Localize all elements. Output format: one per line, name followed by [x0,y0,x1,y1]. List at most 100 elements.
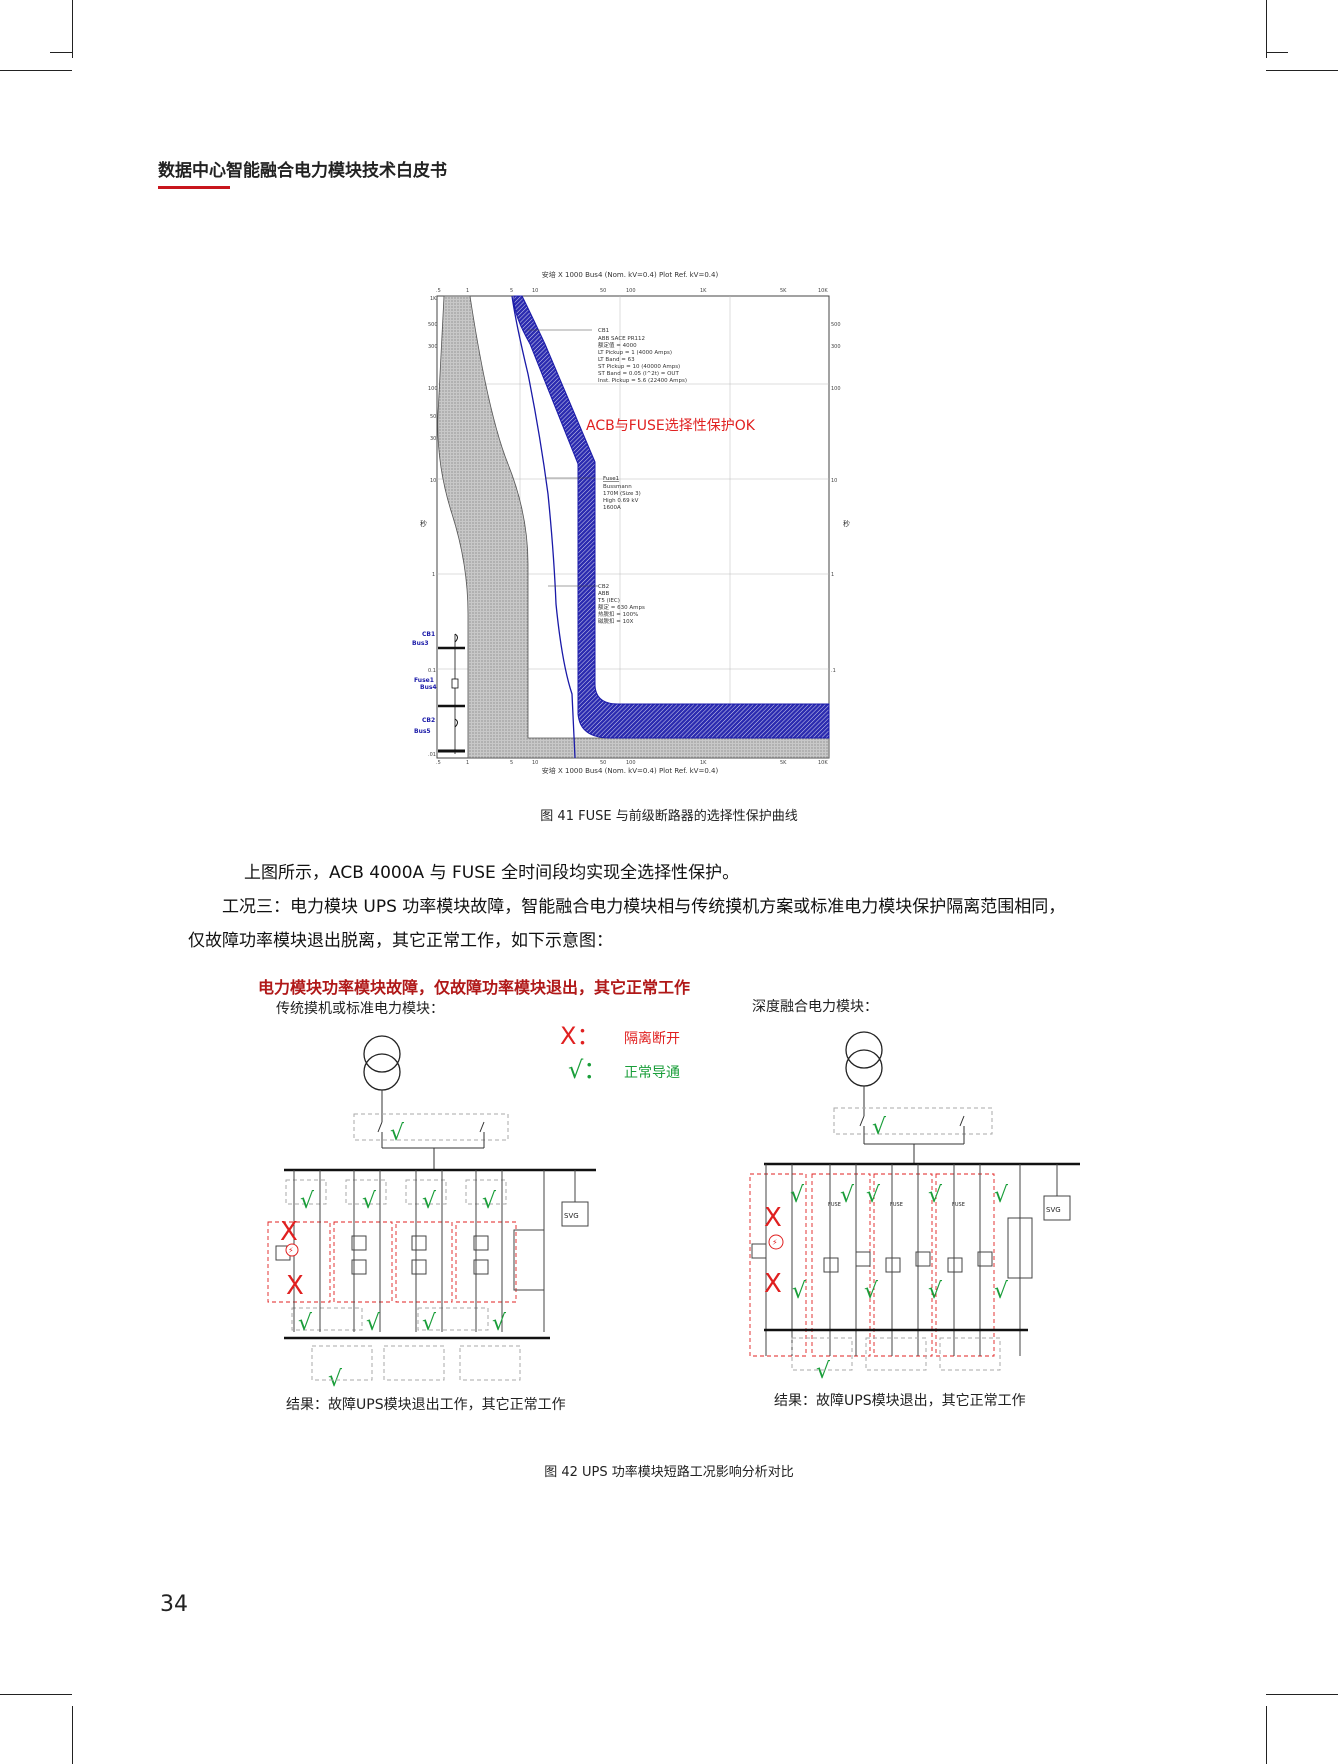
check-mark: √ [492,1311,507,1336]
cb2-line: 额定 = 630 Amps [598,603,645,611]
svg-text:.5: .5 [436,760,441,766]
selectivity-annotation: ACB与FUSE选择性保护OK [586,418,756,434]
legend-x-symbol: X： [560,1022,601,1050]
svg-text:50: 50 [600,288,606,294]
cb2-line: 热脱扣 = 100% [598,610,638,618]
crop-mark [72,0,73,58]
breaker-boxes [285,1179,507,1331]
oneline-label: Bus3 [412,640,429,647]
fuse-label: FUSE [952,1202,965,1208]
paragraph-condition-three-line2: 仅故障功率模块退出脱离，其它正常工作，如下示意图： [188,931,613,951]
legend-check-symbol: √： [568,1056,608,1084]
cb1-trip-band [513,295,830,739]
check-mark: √ [864,1279,879,1304]
bottom-axis-label: 安培 X 1000 Bus4 (Nom. kV=0.4) Plot Ref. k… [542,766,719,775]
crop-mark [50,52,72,53]
legend-x-text: 隔离断开 [624,1031,680,1047]
check-mark: √ [840,1183,855,1208]
svg-text:1K: 1K [700,760,707,766]
svg-text:1: 1 [466,288,469,294]
svg-text:30: 30 [430,436,436,442]
fuse1-line: 170M (Size 3) [603,491,641,497]
x-mark: X [764,1203,782,1233]
right-result-text: 结果：故障UPS模块退出，其它正常工作 [774,1393,1026,1409]
protection-curve-figure: 安培 X 1000 Bus4 (Nom. kV=0.4) Plot Ref. k… [412,270,850,775]
crop-mark [72,1706,73,1764]
paragraph-condition-three-line1: 工况三：电力模块 UPS 功率模块故障，智能融合电力模块相与传统摸机方案或标准电… [222,897,1066,917]
output-boxes [791,1337,1001,1371]
svg-device-label: SVG [1046,1206,1061,1214]
check-mark: √ [792,1279,807,1304]
top-axis-label: 安培 X 1000 Bus4 (Nom. kV=0.4) Plot Ref. k… [542,270,719,279]
deep-fusion-module-diagram: √ FUSE FUSE FUSE SVG ⚡ X X √√ √√ √ √√ √√… [749,1031,1080,1380]
svg-text:300: 300 [831,344,841,350]
svg-text:100: 100 [626,760,636,766]
svg-device-label: SVG [564,1212,579,1220]
document-title: 数据中心智能融合电力模块技术白皮书 [158,161,447,181]
svg-text:1: 1 [432,572,435,578]
svg-text:50: 50 [600,760,606,766]
svg-text:10: 10 [831,478,837,484]
check-mark: √ [422,1311,437,1336]
cb1-line: ST Pickup = 10 (40000 Amps) [598,364,680,370]
lightning-icon: ⚡ [772,1238,778,1247]
svg-text:10: 10 [532,760,538,766]
svg-text:1K: 1K [700,288,707,294]
fault-icon [768,1234,784,1250]
crop-mark [1266,1706,1267,1764]
cb1-line: 额定值 = 4000 [598,341,637,349]
svg-text:10K: 10K [818,760,828,766]
cb1-line: ABB SACE PR112 [598,336,645,342]
transformer-icon [363,1035,401,1091]
y-axis-label-left: 秒 [420,519,427,528]
fault-icon [285,1243,299,1257]
left-diagram-title: 传统摸机或标准电力模块： [276,1001,444,1017]
fuse1-label: Fuse1 Bussmann 170M (Size 3) High 0.69 k… [603,476,641,511]
check-marks: √√ √√ √ √√ √√ √ [790,1183,1009,1380]
svg-text:500: 500 [831,322,841,328]
oneline-label: Fuse1 [414,677,434,684]
svg-text:.1: .1 [831,668,836,674]
x-mark: X [286,1271,304,1301]
cb1-line: LT Pickup = 1 (4000 Amps) [598,350,672,356]
svg-text:.01: .01 [428,752,436,758]
check-mark: √ [994,1279,1009,1304]
paragraph-acb-fuse: 上图所示，ACB 4000A 与 FUSE 全时间段均实现全选择性保护。 [244,863,740,883]
crop-mark [1266,1694,1338,1695]
cb2-line: T5 (IEC) [597,598,620,604]
check-mark: √ [994,1183,1009,1208]
check-mark: √ [298,1311,313,1336]
fuse-label: FUSE [828,1202,841,1208]
crop-mark [1266,52,1288,53]
fuse-labels: FUSE FUSE FUSE [828,1202,965,1208]
fuse1-title: Fuse1 [603,476,619,482]
figure42-caption: 图 42 UPS 功率模块短路工况影响分析对比 [544,1465,794,1480]
check-mark: √ [422,1189,437,1214]
svg-text:100: 100 [428,386,438,392]
figure41-caption: 图 41 FUSE 与前级断路器的选择性保护曲线 [540,809,798,824]
oneline-label: Bus4 [420,684,437,691]
fuse-curve [511,295,576,759]
svg-text:10K: 10K [818,288,828,294]
cb1-label: CB1 ABB SACE PR112 额定值 = 4000 LT Pickup … [598,328,687,384]
cb2-label: CB2 ABB T5 (IEC) 额定 = 630 Amps 热脱扣 = 100… [597,584,645,625]
check-mark: √ [328,1367,343,1392]
module-wiring [751,1164,1071,1356]
oneline-label: CB1 [422,631,435,638]
right-diagram-title: 深度融合电力模块： [752,999,878,1015]
x-marks: X X [764,1203,782,1299]
cb2-trip-band [437,295,830,759]
svg-text:1: 1 [831,572,834,578]
oneline-label: CB2 [422,717,435,724]
check-marks: √√ √√ √√ √√ √ [298,1189,507,1392]
svg-text:5K: 5K [780,288,787,294]
svg-text:10: 10 [430,478,436,484]
crop-mark [1266,0,1267,58]
module-wiring [275,1170,589,1332]
module-boundaries [267,1221,517,1303]
check-mark: √ [300,1189,315,1214]
traditional-module-diagram: √ SVG ⚡ X X √√ √√ √√ √√ √ [267,1035,596,1392]
cb2-title: CB2 [598,584,609,590]
x-mark: X [280,1217,298,1247]
figure42-headline: 电力模块功率模块故障，仅故障功率模块退出，其它正常工作 [258,978,691,997]
